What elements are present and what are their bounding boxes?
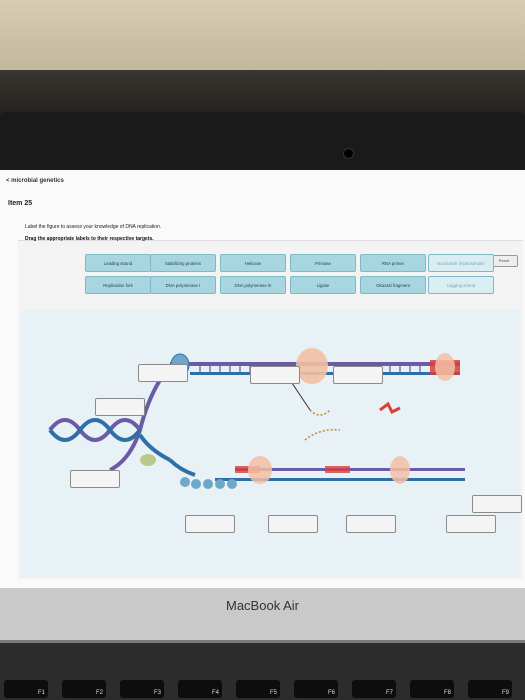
okazaki-primer-2 [325,466,350,473]
instruction-bold: Drag the appropriate labels to their res… [25,236,154,242]
key-f6: F6 [294,680,338,698]
label-stabilizing-proteins[interactable]: Stabilizing proteins [150,254,216,272]
replication-diagram [20,310,520,578]
lower-polymerase-a [248,456,272,484]
drop-target-3[interactable] [250,366,300,384]
lagging-template [215,478,465,481]
drop-target-6[interactable] [472,495,522,513]
item-title: Item 25 [8,200,33,207]
nucleotide-chain-2 [309,409,331,416]
key-f8: F8 [410,680,454,698]
parental-helix-a [48,418,142,442]
drop-target-1[interactable] [138,364,188,382]
primase-shape [140,454,156,466]
top-polymerase-i [435,353,455,381]
key-f4: F4 [178,680,222,698]
key-f7: F7 [352,680,396,698]
laptop-brand: MacBook Air [226,598,299,613]
laptop-chin [0,588,525,643]
back-link[interactable]: < microbial genetics [6,178,64,184]
leader-line-1 [289,379,311,411]
label-ligase[interactable]: Ligase [290,276,356,294]
label-lagging-strand[interactable]: Lagging strand [428,276,494,294]
key-f5: F5 [236,680,280,698]
label-dna-polymerase-iii[interactable]: DNA polymerase III [220,276,286,294]
nucleotide-chain [304,428,341,441]
label-rna-primer[interactable]: RNA primer [360,254,426,272]
drop-target-2[interactable] [95,398,145,416]
drop-target-10[interactable] [446,515,496,533]
free-rna-primer [379,401,401,415]
dna-replication-figure [48,348,465,489]
label-dna-polymerase-i[interactable]: DNA polymerase I [150,276,216,294]
reset-button[interactable]: Reset [490,255,518,267]
fork-lower-arm [138,433,171,462]
screen: < microbial genetics Item 25 Label the f… [0,170,525,588]
label-okazaki-fragment[interactable]: Okazaki fragment [360,276,426,294]
okazaki-primer-1 [235,466,260,473]
label-leading-strand[interactable]: Leading strand [85,254,151,272]
lower-arm [168,458,196,477]
stabilizing-proteins-shapes [180,477,237,489]
drop-target-5[interactable] [70,470,120,488]
drop-target-8[interactable] [268,515,318,533]
key-f2: F2 [62,680,106,698]
lower-polymerase-b [390,456,410,484]
key-f3: F3 [120,680,164,698]
drop-target-7[interactable] [185,515,235,533]
top-polymerase [296,348,328,384]
drop-target-4[interactable] [333,366,383,384]
key-f9: F9 [468,680,512,698]
label-helicase[interactable]: Helicase [220,254,286,272]
label-replication-fork[interactable]: Replication fork [85,276,151,294]
drop-target-9[interactable] [346,515,396,533]
instruction-text: Label the figure to assess your knowledg… [25,224,162,230]
key-f1: F1 [4,680,48,698]
label-nucleotide[interactable]: Nucleotide (triphosphate) [428,254,494,272]
webcam [343,148,354,159]
parental-helix-b [48,418,142,442]
label-primase[interactable]: Primase [290,254,356,272]
